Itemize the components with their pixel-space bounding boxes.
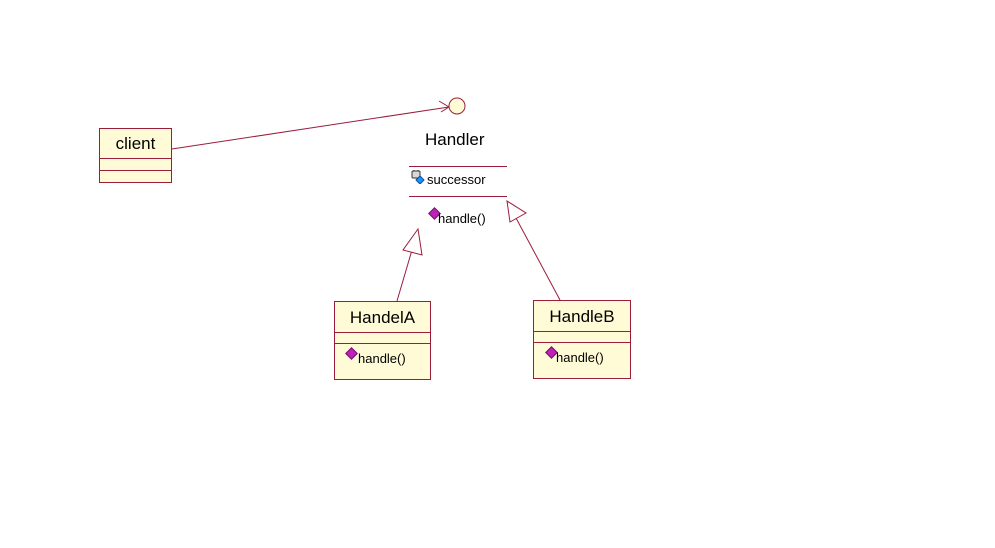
handleb-attributes-compartment bbox=[534, 332, 630, 343]
handler-interface-name[interactable]: Handler bbox=[425, 130, 485, 149]
handela-class[interactable]: HandelA handle() bbox=[334, 301, 431, 380]
handela-class-name: HandelA bbox=[335, 302, 430, 333]
handela-attributes-compartment bbox=[335, 333, 430, 344]
association-arrowhead bbox=[438, 100, 450, 113]
interface-lollipop-icon bbox=[448, 97, 466, 115]
handela-realization-arrowhead bbox=[402, 227, 423, 256]
handler-attribute-successor[interactable]: successor bbox=[427, 172, 486, 187]
client-class-name: client bbox=[100, 129, 171, 159]
handler-divider-bottom bbox=[409, 196, 507, 197]
handela-operations-compartment: handle() bbox=[335, 344, 430, 379]
handleb-class[interactable]: HandleB handle() bbox=[533, 300, 631, 379]
public-operation-icon bbox=[345, 347, 358, 360]
handler-operation-handle[interactable]: handle() bbox=[438, 211, 486, 226]
client-attributes-compartment bbox=[100, 159, 171, 171]
handela-realization-line bbox=[396, 249, 413, 302]
handleb-operations-compartment: handle() bbox=[534, 343, 630, 378]
handela-operation-handle[interactable]: handle() bbox=[358, 351, 406, 366]
protected-attribute-icon bbox=[411, 170, 425, 184]
client-handler-association bbox=[171, 106, 450, 150]
handler-divider-top bbox=[409, 166, 507, 167]
handleb-operation-handle[interactable]: handle() bbox=[556, 350, 604, 365]
handleb-realization-line bbox=[515, 217, 561, 301]
client-class[interactable]: client bbox=[99, 128, 172, 183]
handleb-class-name: HandleB bbox=[534, 301, 630, 332]
handleb-realization-arrowhead bbox=[506, 199, 527, 223]
client-operations-compartment bbox=[100, 171, 171, 182]
